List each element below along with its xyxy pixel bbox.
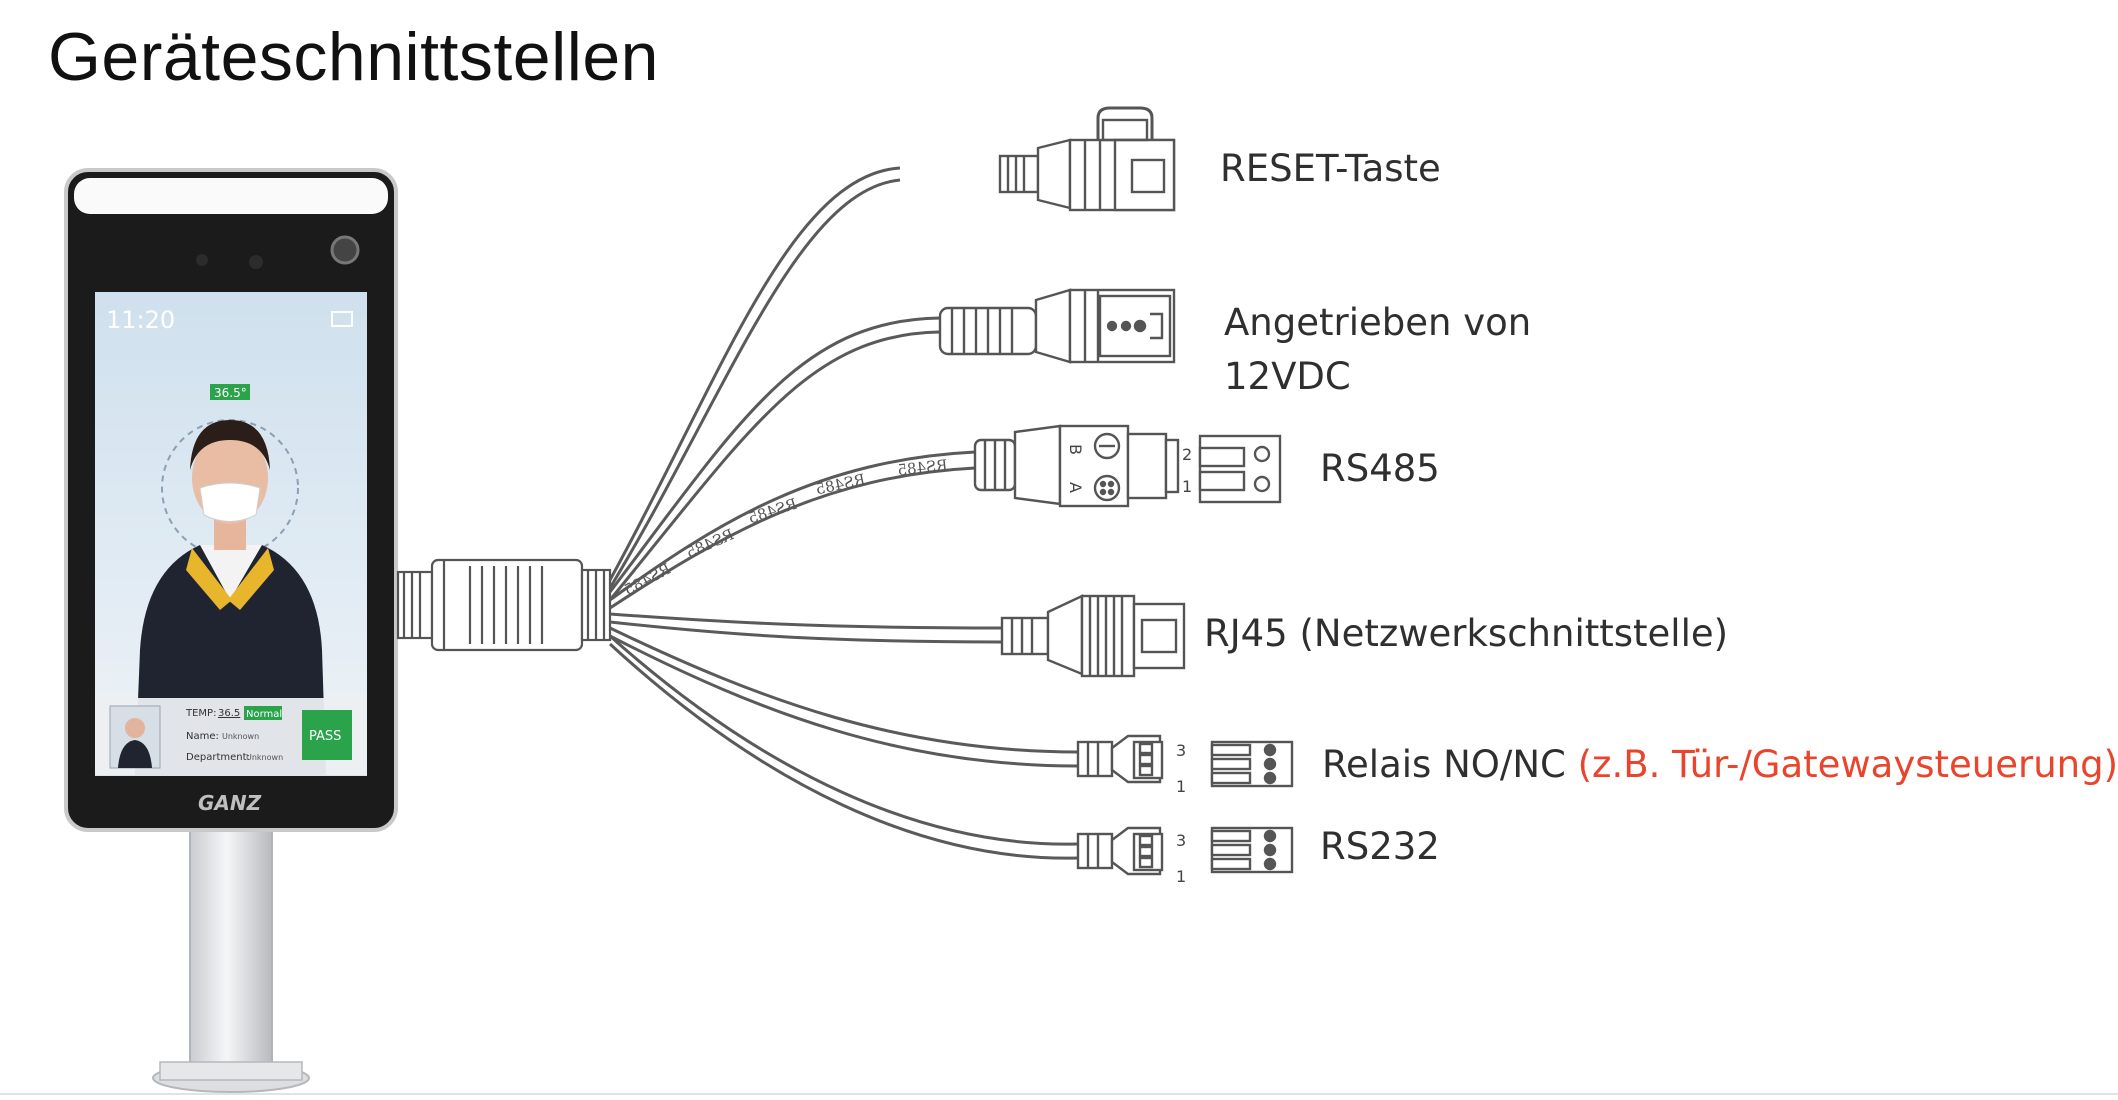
svg-text:1: 1 — [1182, 477, 1192, 496]
cable-print: RS485 — [897, 456, 949, 479]
svg-text:A: A — [1066, 482, 1085, 493]
svg-text:PASS: PASS — [309, 729, 341, 744]
face-recognition-terminal: 11:20 36.5° TEMP: 36.5 — [64, 168, 398, 1093]
screen-clock: 11:20 — [106, 306, 175, 334]
label-rs485: RS485 — [1320, 442, 1440, 496]
screen-settings-icon — [331, 311, 353, 327]
label-relay-note: (z.B. Tür-/Gatewaysteuerung) — [1577, 743, 2118, 786]
pass-indicator — [302, 710, 352, 760]
svg-text:36.5°: 36.5° — [214, 386, 247, 400]
label-rs485-text: RS485 — [1320, 447, 1440, 490]
svg-text:36.5: 36.5 — [218, 708, 240, 719]
stand-pole — [189, 819, 273, 1071]
svg-text:1: 1 — [1176, 867, 1186, 886]
label-relay-text: Relais NO/NC — [1322, 743, 1578, 786]
sensor — [196, 254, 208, 266]
device-top-window — [74, 178, 388, 214]
brand-logo: GANZ — [198, 791, 262, 815]
label-reset-text: RESET-Taste — [1220, 147, 1441, 190]
svg-text:2: 2 — [1182, 445, 1192, 464]
svg-text:3: 3 — [1176, 831, 1186, 850]
svg-text:Normal: Normal — [246, 709, 282, 720]
svg-text:B: B — [1066, 444, 1085, 455]
svg-text:Name:: Name: — [186, 731, 219, 742]
svg-text:Department:: Department: — [186, 752, 250, 763]
label-power: Angetrieben von 12VDC — [1224, 296, 1531, 403]
cable-print: RS485 — [683, 525, 736, 562]
page-title: Geräteschnittstellen — [48, 19, 659, 95]
rs485-connector — [973, 424, 1282, 508]
bottom-divider — [0, 1093, 2118, 1095]
camera-lens — [330, 235, 360, 265]
cable-bundle — [608, 166, 1079, 860]
relay-connector — [1076, 734, 1294, 788]
svg-text:Unknown: Unknown — [246, 753, 283, 762]
label-rj45-text: RJ45 (Netzwerkschnittstelle) — [1204, 612, 1729, 655]
label-rs232-text: RS232 — [1320, 825, 1440, 868]
reset-button-connector — [998, 106, 1176, 212]
label-rs232: RS232 — [1320, 820, 1440, 874]
svg-text:1: 1 — [1176, 777, 1186, 796]
cable-print: RS485 — [814, 470, 867, 498]
svg-text:Unknown: Unknown — [222, 732, 259, 741]
label-reset: RESET-Taste — [1220, 142, 1441, 196]
svg-text:3: 3 — [1176, 741, 1186, 760]
label-rj45: RJ45 (Netzwerkschnittstelle) — [1204, 607, 1728, 661]
sensor — [249, 255, 263, 269]
label-power-text-2: 12VDC — [1224, 354, 1351, 398]
power-dc-connector — [938, 288, 1176, 364]
temp-badge — [210, 384, 250, 400]
rs232-connector — [1076, 826, 1294, 876]
label-power-text: Angetrieben von — [1224, 301, 1532, 344]
main-cable-connector — [396, 558, 612, 652]
svg-text:TEMP:: TEMP: — [185, 708, 216, 719]
label-relay: Relais NO/NC (z.B. Tür-/Gatewaysteuerung… — [1322, 738, 2118, 792]
rj45-connector — [1000, 594, 1186, 678]
